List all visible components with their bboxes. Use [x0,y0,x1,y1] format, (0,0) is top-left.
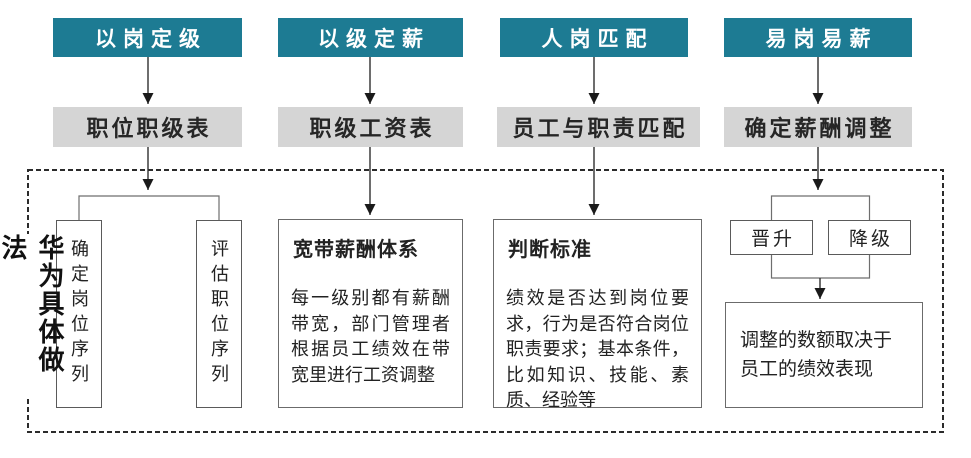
stage4-options-bottom-bracket [770,255,871,279]
side-label-huawei-practices: 华为具体做法 [0,234,64,398]
stage2-step: 职级工资表 [278,107,463,147]
stage1-branch-evaluate-position-sequence: 评估职位序列 [196,220,242,408]
stage2-card-title: 宽带薪酬体系 [293,239,419,261]
stage1-branch-bracket [78,195,220,220]
stage4-step: 确定薪酬调整 [724,107,912,147]
stage4-options-top-bracket [770,195,871,220]
stage3-step: 员工与职责匹配 [497,107,700,147]
stage3-card-title: 判断标准 [508,239,592,261]
stage4-header: 易岗易薪 [724,18,912,57]
stage3-header: 人岗匹配 [500,18,688,57]
stage1-header: 以岗定级 [53,18,242,57]
stage4-option-promotion: 晋升 [730,220,813,255]
stage4-result-text: 调整的数额取决于员工的绩效表现 [740,329,893,380]
practices-boundary [27,169,944,433]
stage2-header: 以级定薪 [278,18,463,57]
stage2-card-body: 每一级别都有薪酬带宽，部门管理者根据员工绩效在带宽里进行工资调整 [291,288,450,385]
stage1-branch-determine-position-sequence: 确定岗位序列 [56,220,102,408]
stage1-step: 职位职级表 [53,107,242,147]
stage4-result-box: 调整的数额取决于员工的绩效表现 [725,302,923,408]
stage3-card-judgment-criteria: 判断标准 绩效是否达到岗位要求，行为是否符合岗位职责要求；基本条件，比如知识、技… [493,219,702,410]
stage2-card-broadband-pay-system: 宽带薪酬体系 每一级别都有薪酬带宽，部门管理者根据员工绩效在带宽里进行工资调整 [278,219,463,408]
stage3-card-body: 绩效是否达到岗位要求，行为是否符合岗位职责要求；基本条件，比如知识、技能、素质、… [506,288,689,411]
stage4-option-demotion: 降级 [828,220,911,255]
